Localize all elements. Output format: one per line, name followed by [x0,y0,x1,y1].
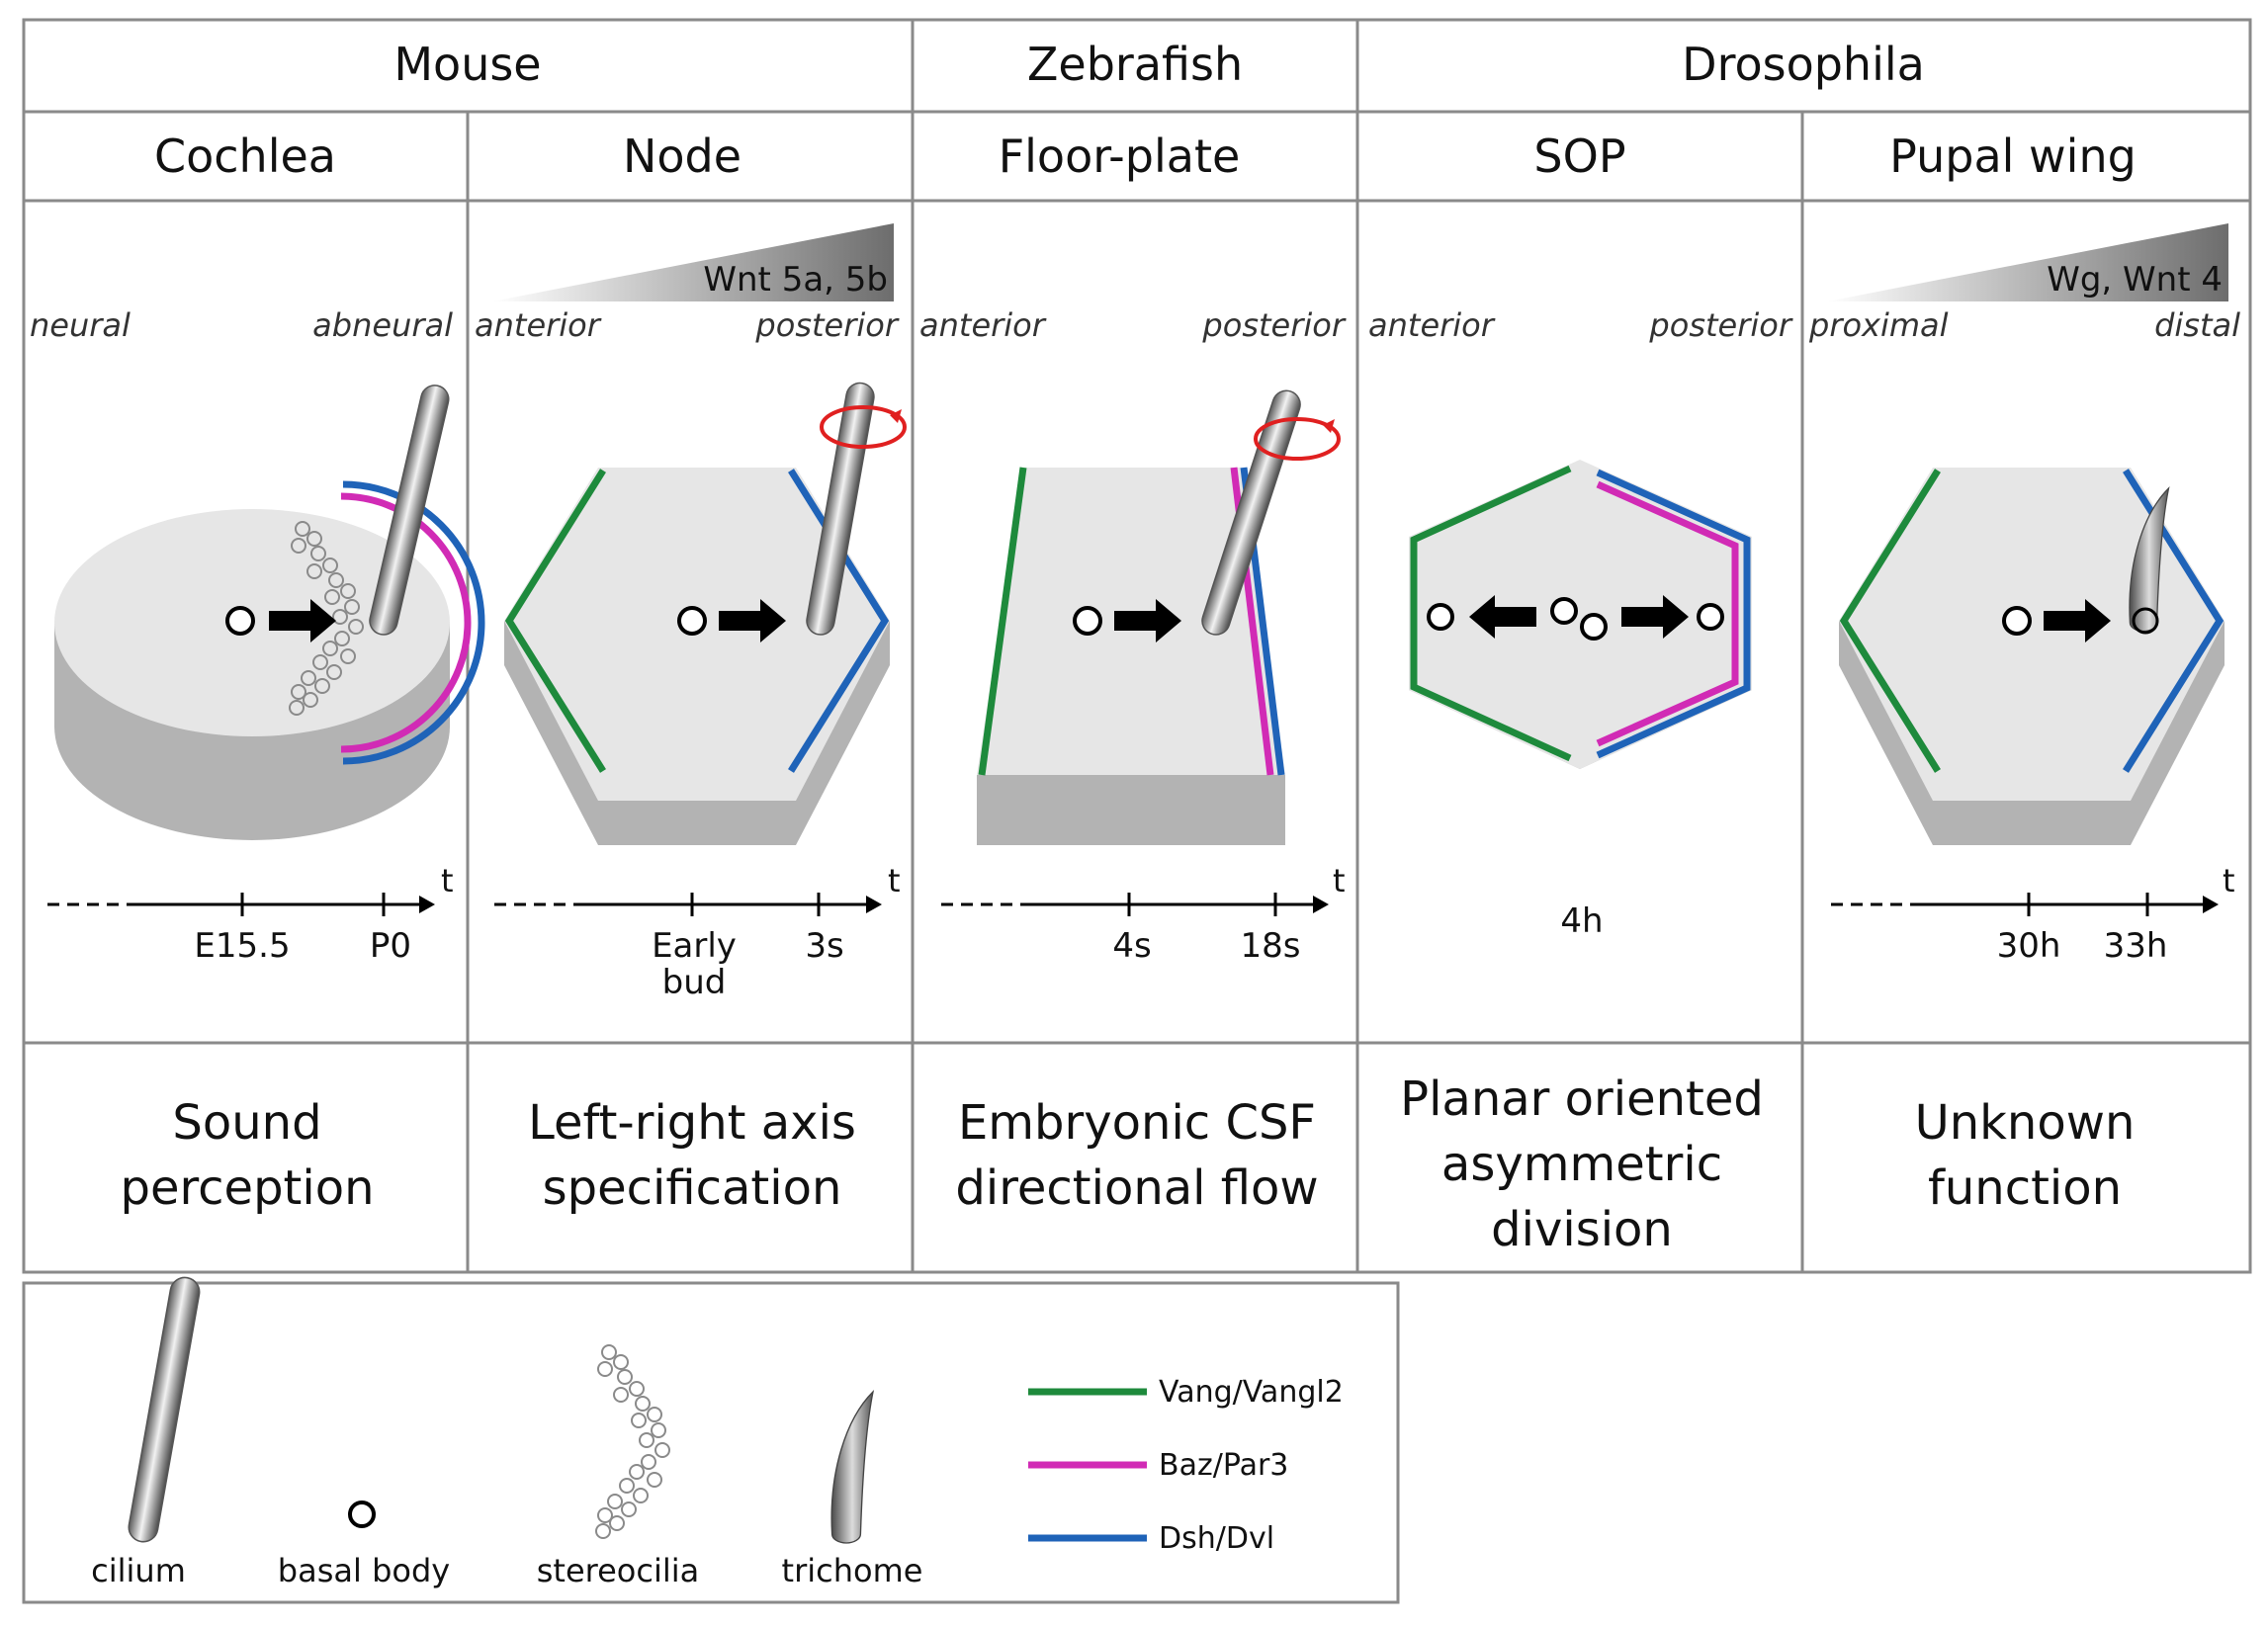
tissue-node: Node [623,129,741,183]
rotation-arrow [1254,417,1341,461]
vang-line-floor-plate [978,467,1027,776]
function-pupal-wing-line1: Unknown [1915,1095,2136,1151]
tick-floor-plate-4s: 4s [1112,926,1151,966]
stereocilia [289,521,364,716]
tick-node-early: Early [652,926,737,966]
function-floor-plate-line2: directional flow [955,1160,1318,1216]
basal-body [1550,597,1578,625]
axis-right-sop: posterior [1648,306,1792,344]
legend-dsh-label: Dsh/Dvl [1159,1521,1274,1556]
basal-body [1073,606,1102,636]
axis-left-sop: anterior [1368,306,1496,344]
gradient-label-wnt5: Wnt 5a, 5b [703,260,888,300]
function-cochlea-line1: Sound [172,1095,321,1151]
legend-vang-label: Vang/Vangl2 [1159,1375,1344,1410]
species-mouse: Mouse [393,38,541,91]
axis-left-pupal-wing: proximal [1808,306,1949,344]
rotation-arrow [820,405,907,449]
t-label-floor-plate: t [1333,862,1346,900]
function-node-line2: specification [543,1160,842,1216]
tick-pupal-wing-30h: 30h [1997,926,2061,966]
table-grid [22,18,2252,1604]
tick-floor-plate-18s: 18s [1241,926,1301,966]
t-label-node: t [888,862,901,900]
timeline-cochlea [47,893,435,916]
species-zebrafish: Zebrafish [1027,38,1243,91]
gradient-wg: Wg, Wnt 4 [1827,223,2228,301]
legend: cilium basal body stereocilia trichome V… [91,1274,1344,1589]
t-label-cochlea: t [441,862,454,900]
basal-body [1697,603,1724,631]
trichome-icon [830,1391,874,1544]
gradient-label-wg: Wg, Wnt 4 [2047,260,2223,300]
function-sop-line1: Planar oriented [1400,1072,1764,1127]
vang-line-wing [1839,469,1941,773]
legend-stereocilia-label: stereocilia [537,1552,700,1589]
pupal-wing-diagram [1839,468,2224,845]
axis-right-pupal-wing: distal [2154,306,2240,344]
vang-line-sop [1410,465,1572,762]
tissue-cochlea: Cochlea [154,129,336,183]
basal-body [225,606,255,636]
gradient-wnt5: Wnt 5a, 5b [492,223,894,301]
node-diagram [504,380,907,845]
function-sop-line3: division [1491,1202,1673,1257]
axis-right-cochlea: abneural [312,306,453,344]
function-cochlea-line2: perception [120,1160,374,1216]
basal-body [2132,607,2159,635]
axis-right-floor-plate: posterior [1201,306,1346,344]
baz-line-sop [1596,480,1739,747]
tick-cochlea-p0: P0 [370,926,411,966]
basal-body [1427,603,1454,631]
tick-cochlea-e15: E15.5 [194,926,290,966]
legend-basal-body-label: basal body [278,1552,450,1589]
axis-right-node: posterior [754,306,899,344]
basal-body-icon [348,1500,376,1528]
stereocilia-icon [595,1344,670,1539]
timeline-node [494,893,882,916]
axis-left-node: anterior [475,306,602,344]
basal-body [2002,606,2032,636]
floor-plate-diagram [977,386,1341,845]
timeline-floor-plate [941,893,1329,916]
function-sop-line2: asymmetric [1441,1137,1722,1192]
function-pupal-wing-line2: function [1928,1160,2122,1216]
legend-trichome-label: trichome [782,1552,923,1589]
vang-line-node [504,469,606,773]
basal-body [677,606,707,636]
dsh-line-sop [1596,469,1751,759]
tick-pupal-wing-33h: 33h [2104,926,2168,966]
legend-baz-label: Baz/Par3 [1159,1448,1288,1483]
cilium-icon [126,1274,203,1545]
axis-left-floor-plate: anterior [919,306,1047,344]
timeline-pupal-wing [1831,893,2219,916]
species-drosophila: Drosophila [1682,38,1925,91]
tick-node-bud: bud [662,963,727,1002]
dsh-line-node [788,469,890,773]
function-node-line1: Left-right axis [528,1095,856,1151]
tissue-floor-plate: Floor-plate [999,129,1241,183]
t-label-pupal-wing: t [2223,862,2235,900]
axis-left-cochlea: neural [30,306,131,344]
tick-sop-4h: 4h [1560,901,1603,941]
sop-diagram [1409,460,1752,769]
tick-node-3s: 3s [805,926,843,966]
tissue-pupal-wing: Pupal wing [1889,129,2137,183]
cochlea-diagram [54,382,485,840]
tissue-sop: SOP [1533,129,1625,183]
legend-cilium-label: cilium [91,1552,186,1589]
function-floor-plate-line1: Embryonic CSF [958,1095,1316,1151]
basal-body [1580,613,1608,641]
